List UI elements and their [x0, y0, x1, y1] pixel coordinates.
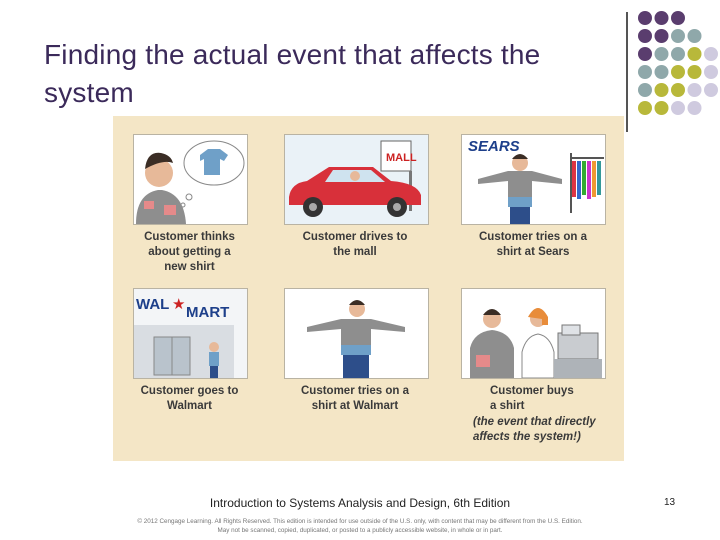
caption-customer-thinks: Customer thinks about getting a new shir… [144, 231, 235, 273]
decorative-dot [638, 83, 652, 97]
decorative-dot [687, 29, 702, 43]
image-customer-tries-sears: SEARS [461, 134, 606, 225]
decorative-dot [704, 47, 718, 61]
decorative-dot [671, 65, 685, 79]
decorative-dot-grid [638, 11, 718, 115]
decorative-dot [638, 47, 652, 61]
decorative-dot [671, 47, 685, 61]
decorative-dot [671, 83, 685, 97]
decorative-dot [704, 83, 718, 97]
walmart-sign-right: MART [186, 304, 229, 321]
decorative-dot [704, 65, 718, 79]
decorative-dot [671, 11, 685, 25]
illustration-panel: Customer thinks about getting a new shir… [113, 116, 624, 461]
decorative-dot [687, 83, 702, 97]
walmart-sign-left: WAL [136, 296, 169, 313]
caption-customer-tries-walmart: Customer tries on a shirt at Walmart [301, 385, 409, 412]
sears-sign-text: SEARS [468, 138, 520, 155]
image-customer-drives: MALL [284, 134, 429, 225]
decorative-dot [654, 65, 669, 79]
caption-customer-tries-sears: Customer tries on a shirt at Sears [479, 231, 587, 258]
svg-text:★: ★ [172, 296, 185, 313]
decorative-dot [654, 47, 669, 61]
caption-event-note: (the event that directly affects the sys… [473, 416, 596, 443]
copyright-notice: © 2012 Cengage Learning. All Rights Rese… [137, 518, 583, 534]
decorative-dot [638, 65, 652, 79]
decorative-dot [687, 47, 702, 61]
title-divider-line [626, 12, 628, 132]
caption-customer-goes-walmart: Customer goes to Walmart [140, 385, 239, 412]
mall-sign-text: MALL [386, 152, 417, 164]
slide-footer: Introduction to Systems Analysis and Des… [209, 496, 511, 510]
decorative-dot [654, 29, 669, 43]
caption-customer-buys: Customer buys a shirt [490, 385, 574, 412]
image-customer-tries-walmart [284, 288, 429, 379]
decorative-dot [638, 11, 652, 25]
slide-title: Finding the actual event that affects th… [44, 39, 541, 108]
decorative-dot [638, 29, 652, 43]
page-number: 13 [664, 497, 676, 508]
decorative-dot [638, 101, 652, 115]
decorative-dot [671, 29, 685, 43]
image-customer-buys [461, 288, 606, 379]
image-customer-thinks [133, 134, 248, 225]
decorative-dot [687, 101, 702, 115]
decorative-dot [671, 101, 685, 115]
image-customer-goes-walmart: WAL ★ MART [133, 288, 248, 379]
decorative-dot [654, 83, 669, 97]
decorative-dot [654, 11, 669, 25]
caption-customer-drives: Customer drives to the mall [302, 231, 408, 258]
decorative-dot [687, 65, 702, 79]
decorative-dot [654, 101, 669, 115]
